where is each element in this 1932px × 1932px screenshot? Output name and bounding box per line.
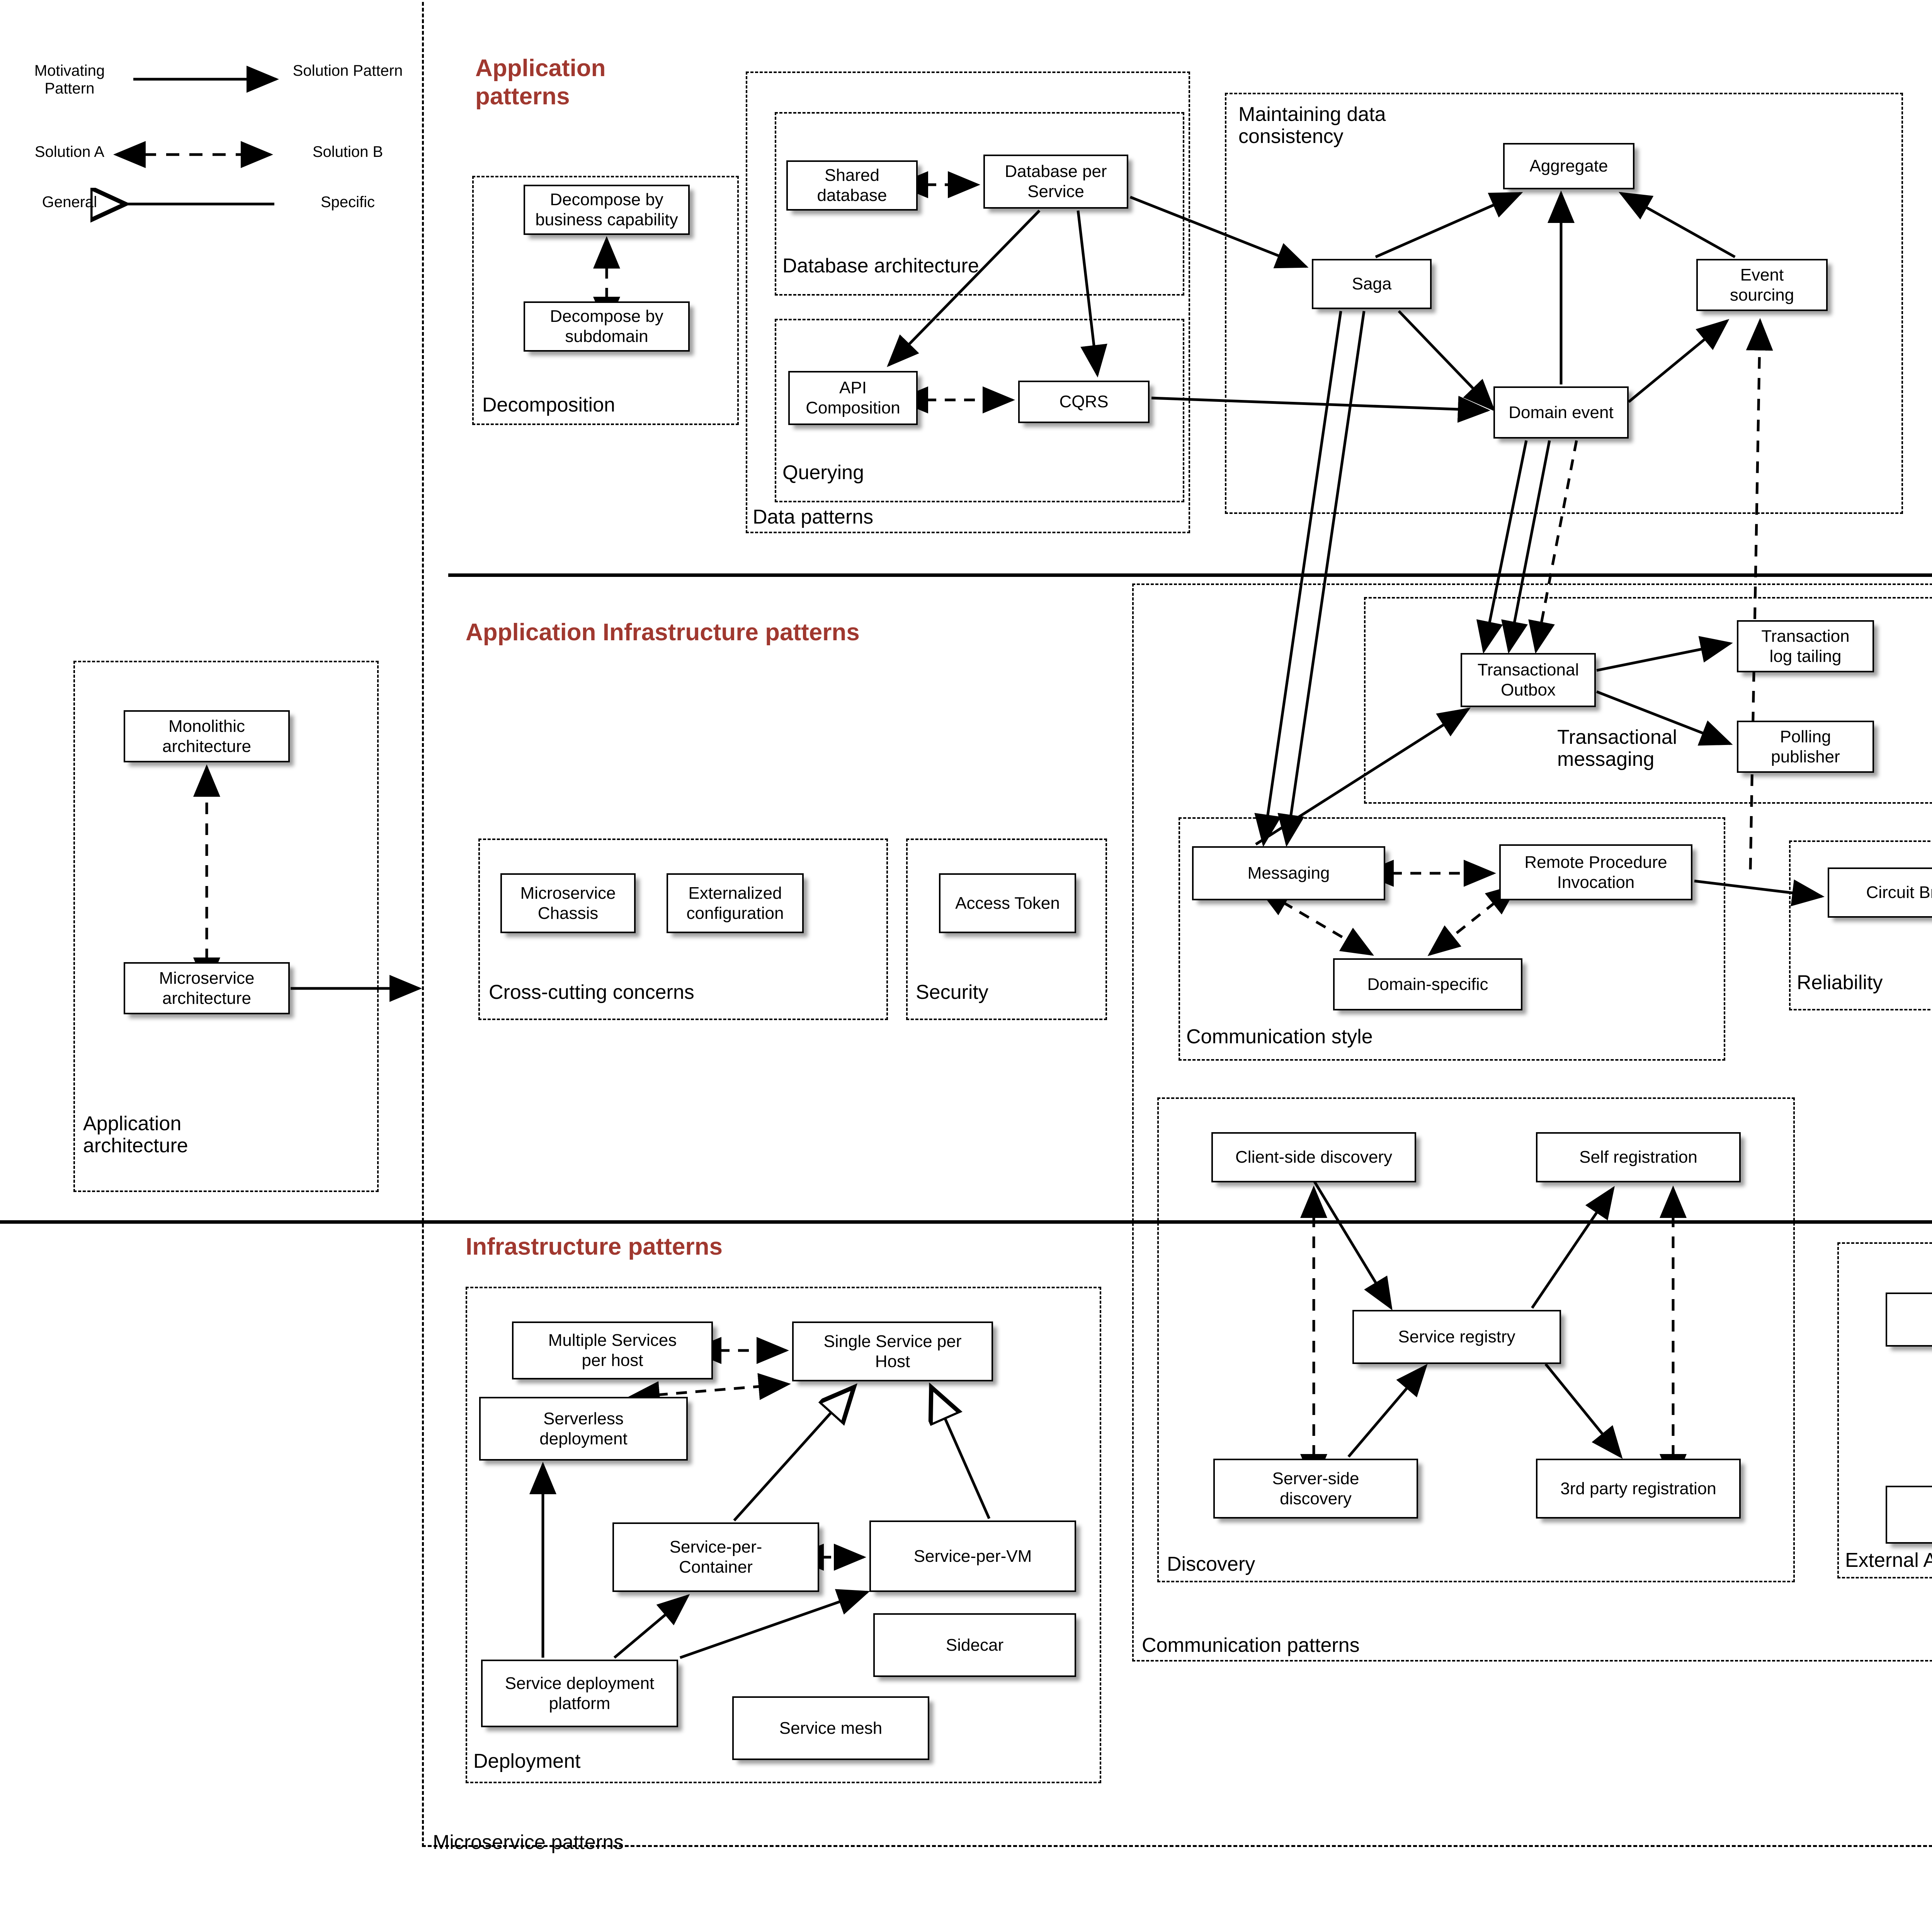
pattern-service-per-container[interactable]: Service-per- Container [612,1522,819,1592]
pattern-api-composition[interactable]: API Composition [788,371,918,425]
pattern-decompose-by-business-capability[interactable]: Decompose by business capability [524,185,690,235]
group-discovery [1157,1097,1795,1582]
group-label-deployment: Deployment [473,1750,581,1772]
pattern-backends-for-frontends[interactable]: Backends for frontends [1886,1486,1932,1544]
legend-solution-a: Solution A [34,143,105,160]
group-security [906,838,1107,1020]
pattern-shared-database[interactable]: Shared database [786,160,918,211]
pattern-service-registry[interactable]: Service registry [1352,1310,1561,1364]
pattern-externalized-configuration[interactable]: Externalized configuration [667,873,804,933]
group-label-microservice-patterns: Microservice patterns [433,1831,624,1854]
group-deployment [466,1287,1101,1783]
pattern-aggregate[interactable]: Aggregate [1503,143,1634,189]
group-reliability [1789,840,1932,1010]
group-label-querying: Querying [782,461,864,484]
group-label-communication-style: Communication style [1186,1026,1373,1048]
pattern-transaction-log-tailing[interactable]: Transaction log tailing [1737,620,1874,672]
pattern-self-registration[interactable]: Self registration [1536,1132,1741,1182]
group-label-application-architecture: Application architecture [83,1112,188,1157]
pattern-service-deployment-platform[interactable]: Service deployment platform [481,1660,678,1727]
pattern-messaging[interactable]: Messaging [1192,846,1385,900]
pattern-circuit-breaker[interactable]: Circuit Breaker [1828,867,1932,918]
pattern-access-token[interactable]: Access Token [939,873,1076,933]
pattern-microservice-architecture[interactable]: Microservice architecture [124,962,290,1014]
legend-solution-pattern: Solution Pattern [293,62,403,79]
pattern-server-side-discovery[interactable]: Server-side discovery [1213,1459,1418,1519]
pattern-polling-publisher[interactable]: Polling publisher [1737,721,1874,773]
group-application-architecture [73,661,379,1192]
pattern-remote-procedure-invocation[interactable]: Remote Procedure Invocation [1499,844,1692,900]
divider-application-vs-infrastructure [448,573,1932,577]
group-label-transactional-messaging: Transactional messaging [1557,726,1677,771]
legend-motivating-pattern: Motivating Pattern [34,62,105,97]
group-label-communication-patterns: Communication patterns [1142,1634,1360,1656]
group-decomposition [472,176,739,425]
pattern-decompose-by-subdomain[interactable]: Decompose by subdomain [524,301,690,352]
group-label-cross-cutting-concerns: Cross-cutting concerns [489,981,694,1003]
pattern-service-per-vm[interactable]: Service-per-VM [869,1520,1076,1592]
section-title-infrastructure-patterns: Infrastructure patterns [466,1233,723,1260]
section-title-application-infrastructure-patterns: Application Infrastructure patterns [466,619,860,646]
group-cross-cutting-concerns [478,838,888,1020]
pattern-database-per-service[interactable]: Database per Service [983,155,1128,209]
legend-general: General [42,194,97,211]
group-microservice-patterns [422,0,1932,1847]
pattern-api-gateway[interactable]: API gateway [1886,1293,1932,1347]
pattern-domain-event[interactable]: Domain event [1493,386,1629,439]
pattern-cqrs[interactable]: CQRS [1018,381,1150,423]
pattern-microservice-chassis[interactable]: Microservice Chassis [500,873,636,933]
group-label-security: Security [916,981,988,1003]
group-label-data-patterns: Data patterns [753,506,874,528]
group-label-external-api: External API [1845,1549,1932,1571]
pattern-single-service-per-host[interactable]: Single Service per Host [792,1321,993,1381]
legend-specific: Specific [320,194,375,211]
pattern-monolithic-architecture[interactable]: Monolithic architecture [124,710,290,762]
pattern-serverless-deployment[interactable]: Serverless deployment [479,1397,688,1461]
group-label-reliability: Reliability [1797,971,1883,994]
pattern-domain-specific[interactable]: Domain-specific [1333,958,1522,1010]
group-label-decomposition: Decomposition [482,394,615,416]
pattern-client-side-discovery[interactable]: Client-side discovery [1211,1132,1416,1182]
pattern-service-mesh[interactable]: Service mesh [732,1696,929,1760]
pattern-sidecar[interactable]: Sidecar [873,1613,1076,1677]
pattern-3rd-party-registration[interactable]: 3rd party registration [1536,1459,1741,1519]
pattern-multiple-services-per-host[interactable]: Multiple Services per host [512,1321,713,1379]
group-external-api [1837,1242,1932,1578]
divider-appinfra-vs-infrastructure [0,1220,1932,1224]
pattern-saga[interactable]: Saga [1312,259,1432,309]
pattern-event-sourcing[interactable]: Event sourcing [1696,259,1828,311]
group-label-maintaining-data-consistency: Maintaining data consistency [1238,103,1386,148]
group-label-database-architecture: Database architecture [782,255,979,277]
group-data-patterns [746,71,1190,533]
pattern-transactional-outbox[interactable]: Transactional Outbox [1461,653,1596,707]
section-title-application-patterns: Application patterns [475,55,606,110]
legend-solution-b: Solution B [312,143,383,160]
group-label-discovery: Discovery [1167,1553,1255,1575]
